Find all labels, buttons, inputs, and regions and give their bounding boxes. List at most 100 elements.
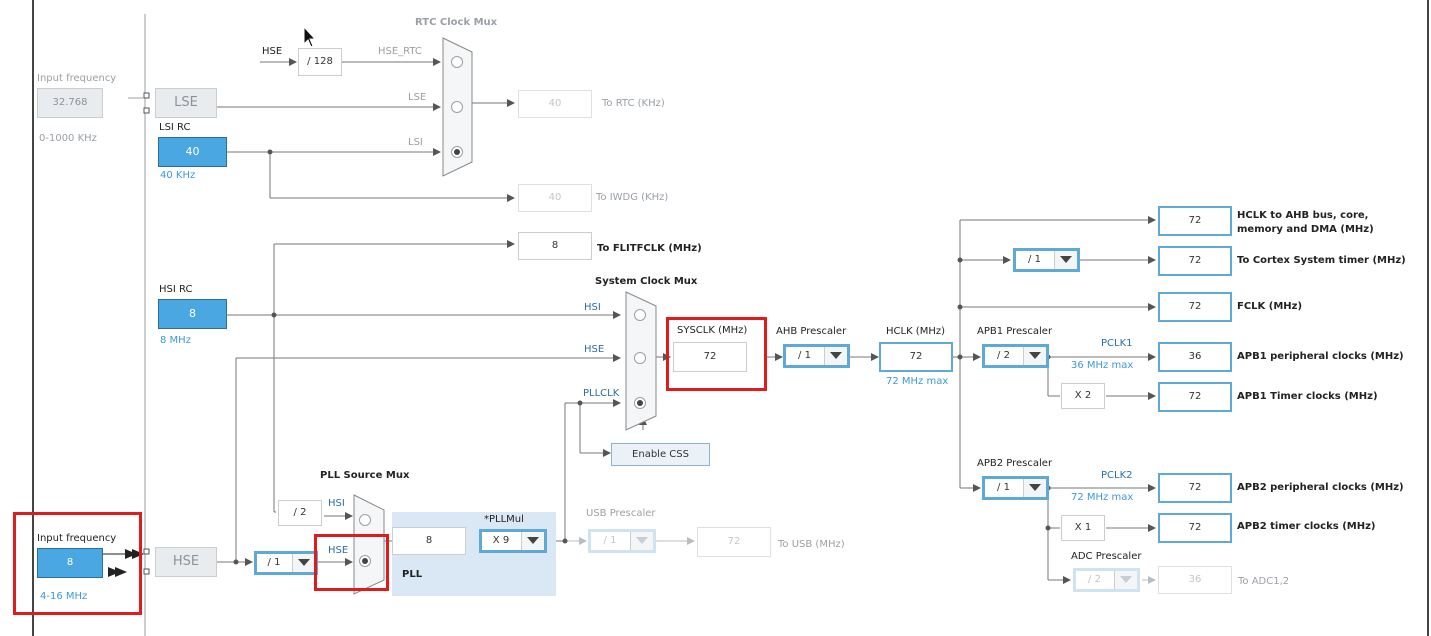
usb-output-box[interactable]: 72 <box>697 527 771 557</box>
chevron-down-icon[interactable] <box>292 554 315 572</box>
sysclk-highlight-box <box>666 317 767 391</box>
cortex-timer-label: To Cortex System timer (MHz) <box>1237 255 1406 266</box>
hse-input-range: 4-16 MHz <box>40 591 88 602</box>
pll-source-mux-title: PLL Source Mux <box>320 470 410 481</box>
iwdg-output-box[interactable]: 40 <box>518 184 592 212</box>
sysclk-mux-hsi-label: HSI <box>584 302 601 313</box>
hclk-value-field[interactable]: 72 <box>879 342 953 372</box>
pllmul-value: X 9 <box>492 535 510 546</box>
sysclk-mux-radio-hse[interactable] <box>634 352 646 364</box>
apb1-prescaler-select[interactable]: / 2 <box>982 344 1049 368</box>
iwdg-dest-label: To IWDG (KHz) <box>596 192 669 203</box>
hse-div128-box[interactable]: / 128 <box>298 48 342 76</box>
sysclk-mux-radio-hsi[interactable] <box>634 309 646 321</box>
lse-input-frequency-field[interactable]: 32.768 <box>37 88 103 118</box>
apb2-peripheral-output-box[interactable]: 72 <box>1158 473 1232 503</box>
pll-input-box: 8 <box>392 527 466 555</box>
usb-prescaler-value: / 1 <box>603 535 617 546</box>
hclk-ahb-label-1: HCLK to AHB bus, core, <box>1237 210 1369 221</box>
apb1-timer-label: APB1 Timer clocks (MHz) <box>1237 391 1378 402</box>
apb2-timer-output-box[interactable]: 72 <box>1158 513 1232 543</box>
hse-rtc-label: HSE_RTC <box>378 46 422 57</box>
rtc-dest-label: To RTC (KHz) <box>602 98 665 109</box>
cortex-timer-divider-value: / 1 <box>1028 254 1041 265</box>
adc-prescaler-value: / 2 <box>1088 574 1101 585</box>
hclk-ahb-label-2: memory and DMA (MHz) <box>1237 224 1374 235</box>
pclk1-max-label: 36 MHz max <box>1071 360 1134 371</box>
chevron-down-icon[interactable] <box>1054 251 1077 269</box>
apb1-peripheral-label: APB1 peripheral clocks (MHz) <box>1237 351 1404 362</box>
rtc-mux-radio-lse[interactable] <box>451 101 463 113</box>
flitfclk-dest-label: To FLITFCLK (MHz) <box>597 243 702 254</box>
pclk2-max-label: 72 MHz max <box>1071 492 1134 503</box>
apb2-prescaler-select[interactable]: / 1 <box>982 476 1049 500</box>
apb1-peripheral-output-box[interactable]: 36 <box>1158 342 1232 372</box>
chevron-down-icon[interactable] <box>630 532 653 550</box>
lsi-rc-block: 40 <box>158 137 227 167</box>
hclk-ahb-output-box[interactable]: 72 <box>1158 206 1232 236</box>
pllmul-select[interactable]: X 9 <box>479 529 547 553</box>
sysclk-value-field[interactable]: 72 <box>673 342 747 372</box>
fclk-output-box[interactable]: 72 <box>1158 292 1232 322</box>
pll-mux-hse-label: HSE <box>328 545 349 556</box>
hse-input-highlight-box <box>13 512 142 615</box>
apb1-prescaler-label: APB1 Prescaler <box>977 326 1053 337</box>
rtc-hse-label: HSE <box>262 46 283 57</box>
rtc-mux-radio-hse[interactable] <box>451 56 463 68</box>
rtc-mux-title: RTC Clock Mux <box>415 17 498 28</box>
ahb-prescaler-label: AHB Prescaler <box>776 326 847 337</box>
rtc-mux-radio-lsi[interactable] <box>451 146 463 158</box>
ahb-prescaler-select[interactable]: / 1 <box>783 344 850 368</box>
hse-predivider-value: / 1 <box>267 557 281 568</box>
hse-predivider-select[interactable]: / 1 <box>254 551 318 575</box>
sysclk-label: SYSCLK (MHz) <box>677 325 748 336</box>
adc-dest-label: To ADC1,2 <box>1238 576 1290 587</box>
ahb-prescaler-value: / 1 <box>798 350 811 361</box>
pll-mux-hsi-label: HSI <box>328 498 345 509</box>
hclk-label: HCLK (MHz) <box>886 326 946 337</box>
pllmul-label: *PLLMul <box>484 514 524 525</box>
pll-label: PLL <box>402 569 423 580</box>
sysclk-mux-hse-label: HSE <box>584 344 605 355</box>
usb-dest-label: To USB (MHz) <box>778 539 845 550</box>
chevron-down-icon[interactable] <box>1023 479 1046 497</box>
apb1-timer-output-box[interactable]: 72 <box>1158 382 1232 412</box>
apb2-prescaler-value: / 1 <box>997 482 1010 493</box>
flitfclk-output-box[interactable]: 8 <box>518 232 592 260</box>
hse-source-block[interactable]: HSE <box>155 547 217 577</box>
sysclk-mux-title: System Clock Mux <box>595 276 698 287</box>
hse-input-label: Input frequency <box>37 533 117 544</box>
chevron-down-icon[interactable] <box>1114 571 1137 589</box>
apb2-timer-label: APB2 timer clocks (MHz) <box>1237 521 1376 532</box>
apb2-peripheral-label: APB2 peripheral clocks (MHz) <box>1237 482 1404 493</box>
pclk2-label: PCLK2 <box>1101 470 1133 481</box>
pll-mux-radio-hsi[interactable] <box>359 514 371 526</box>
hse-input-frequency-field[interactable]: 8 <box>37 548 103 578</box>
adc-prescaler-label: ADC Prescaler <box>1071 551 1142 562</box>
hsi-freq-label: 8 MHz <box>160 335 191 346</box>
cortex-timer-output-box[interactable]: 72 <box>1158 246 1232 276</box>
fclk-label: FCLK (MHz) <box>1237 301 1303 312</box>
chevron-down-icon[interactable] <box>521 532 544 550</box>
hsi-rc-label: HSI RC <box>159 284 193 295</box>
lsi-freq-label: 40 KHz <box>160 170 196 181</box>
rtc-output-box[interactable]: 40 <box>518 90 592 118</box>
sysclk-mux-radio-pllclk[interactable] <box>634 397 646 409</box>
lse-source-block[interactable]: LSE <box>155 88 217 118</box>
adc-output-box[interactable]: 36 <box>1158 566 1232 594</box>
pll-mux-radio-hse[interactable] <box>359 555 371 567</box>
enable-css-button[interactable]: Enable CSS <box>611 443 710 466</box>
lse-input-label: Input frequency <box>37 73 117 84</box>
hsi-rc-block: 8 <box>158 299 227 329</box>
apb1-timer-multiplier: X 2 <box>1061 383 1105 409</box>
sysclk-mux-pllclk-label: PLLCLK <box>583 388 620 399</box>
adc-prescaler-select[interactable]: / 2 <box>1073 568 1140 592</box>
pclk1-label: PCLK1 <box>1101 338 1133 349</box>
usb-prescaler-select[interactable]: / 1 <box>588 529 656 553</box>
rtc-lse-label: LSE <box>408 92 427 103</box>
chevron-down-icon[interactable] <box>1023 347 1046 365</box>
mouse-cursor-icon <box>303 26 317 48</box>
cortex-timer-divider-select[interactable]: / 1 <box>1013 248 1080 272</box>
hsi-div2-box: / 2 <box>278 500 322 526</box>
chevron-down-icon[interactable] <box>824 347 847 365</box>
